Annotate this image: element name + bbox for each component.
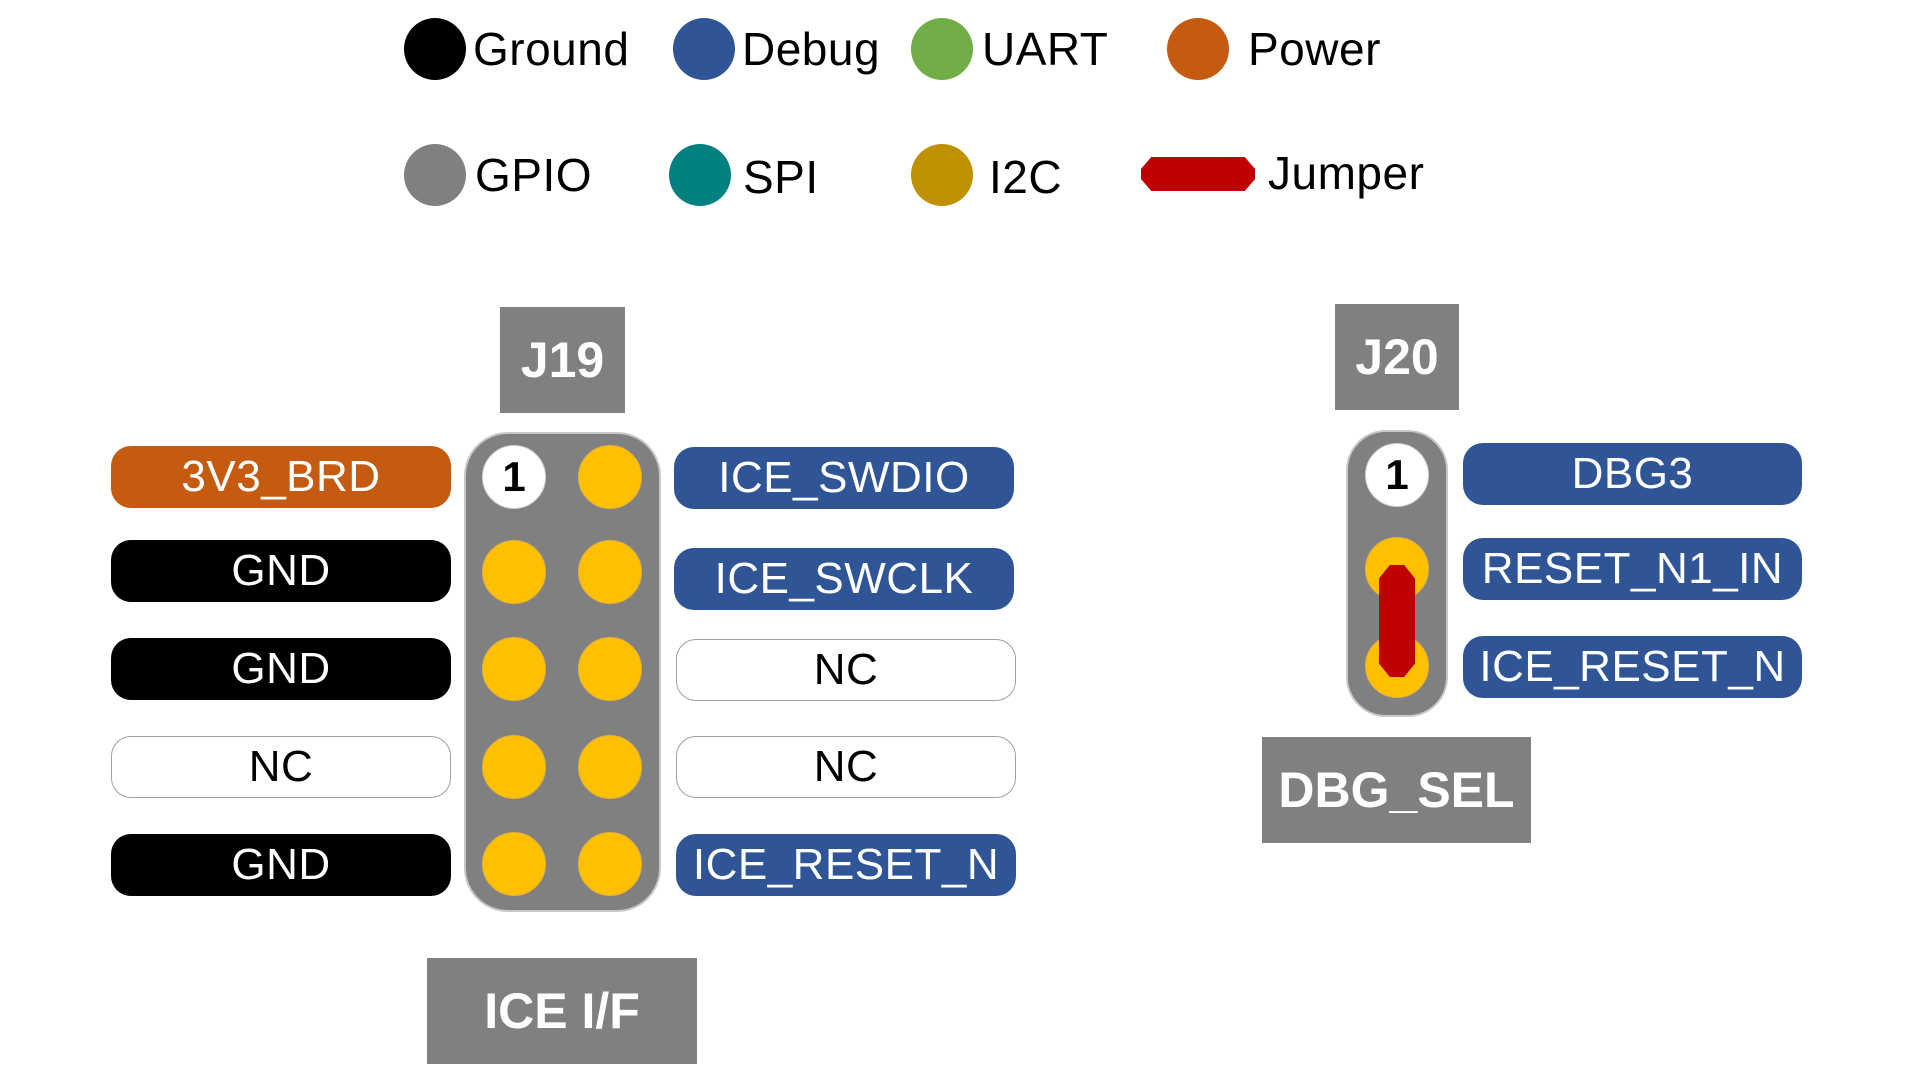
j19-pin-9 bbox=[482, 832, 546, 896]
uart-legend-swatch bbox=[911, 18, 973, 80]
j20-signal-ice-reset-n: ICE_RESET_N bbox=[1463, 636, 1802, 698]
j20-title: J20 bbox=[1335, 304, 1459, 410]
j19-subtitle-ice-if: ICE I/F bbox=[427, 958, 697, 1064]
legend-label-power: Power bbox=[1248, 23, 1381, 75]
j19-pin-3 bbox=[482, 540, 546, 604]
j20-signal-reset-n1-in: RESET_N1_IN bbox=[1463, 538, 1802, 600]
legend-label-i2c: I2C bbox=[989, 151, 1063, 203]
j19-pin-6 bbox=[578, 637, 642, 701]
j19-pin-5 bbox=[482, 637, 546, 701]
j19-left-signal-3v3-brd: 3V3_BRD bbox=[111, 446, 451, 508]
spi-legend-swatch bbox=[669, 144, 731, 206]
j19-pin-10 bbox=[578, 832, 642, 896]
j20-pin-1: 1 bbox=[1365, 443, 1429, 507]
j19-pin-8 bbox=[578, 735, 642, 799]
j19-pin-4 bbox=[578, 540, 642, 604]
j19-right-signal-ice-swclk: ICE_SWCLK bbox=[674, 548, 1014, 610]
j19-pin-1: 1 bbox=[482, 445, 546, 509]
jumper-legend-icon bbox=[1141, 157, 1255, 191]
j19-right-signal-nc: NC bbox=[676, 639, 1016, 701]
j19-left-signal-gnd: GND bbox=[111, 638, 451, 700]
j19-left-signal-gnd: GND bbox=[111, 834, 451, 896]
legend-label-gpio: GPIO bbox=[475, 149, 593, 201]
j19-right-signal-ice-swdio: ICE_SWDIO bbox=[674, 447, 1014, 509]
j19-right-signal-nc: NC bbox=[676, 736, 1016, 798]
j19-title: J19 bbox=[500, 307, 625, 413]
j19-left-signal-nc: NC bbox=[111, 736, 451, 798]
ground-legend-swatch bbox=[404, 18, 466, 80]
j19-right-signal-ice-reset-n: ICE_RESET_N bbox=[676, 834, 1016, 896]
legend-label-uart: UART bbox=[982, 23, 1109, 75]
legend-label-spi: SPI bbox=[743, 151, 819, 203]
j19-pin-2 bbox=[578, 445, 642, 509]
legend-label-ground: Ground bbox=[473, 23, 630, 75]
i2c-legend-swatch bbox=[911, 144, 973, 206]
jumper-shunt-icon bbox=[1379, 565, 1415, 677]
j19-pin-7 bbox=[482, 735, 546, 799]
gpio-legend-swatch bbox=[404, 144, 466, 206]
power-legend-swatch bbox=[1167, 18, 1229, 80]
debug-legend-swatch bbox=[673, 18, 735, 80]
j20-subtitle-dbg-sel: DBG_SEL bbox=[1262, 737, 1531, 843]
j20-signal-dbg3: DBG3 bbox=[1463, 443, 1802, 505]
j19-left-signal-gnd: GND bbox=[111, 540, 451, 602]
legend-label-jumper: Jumper bbox=[1268, 147, 1425, 199]
legend-label-debug: Debug bbox=[742, 23, 881, 75]
